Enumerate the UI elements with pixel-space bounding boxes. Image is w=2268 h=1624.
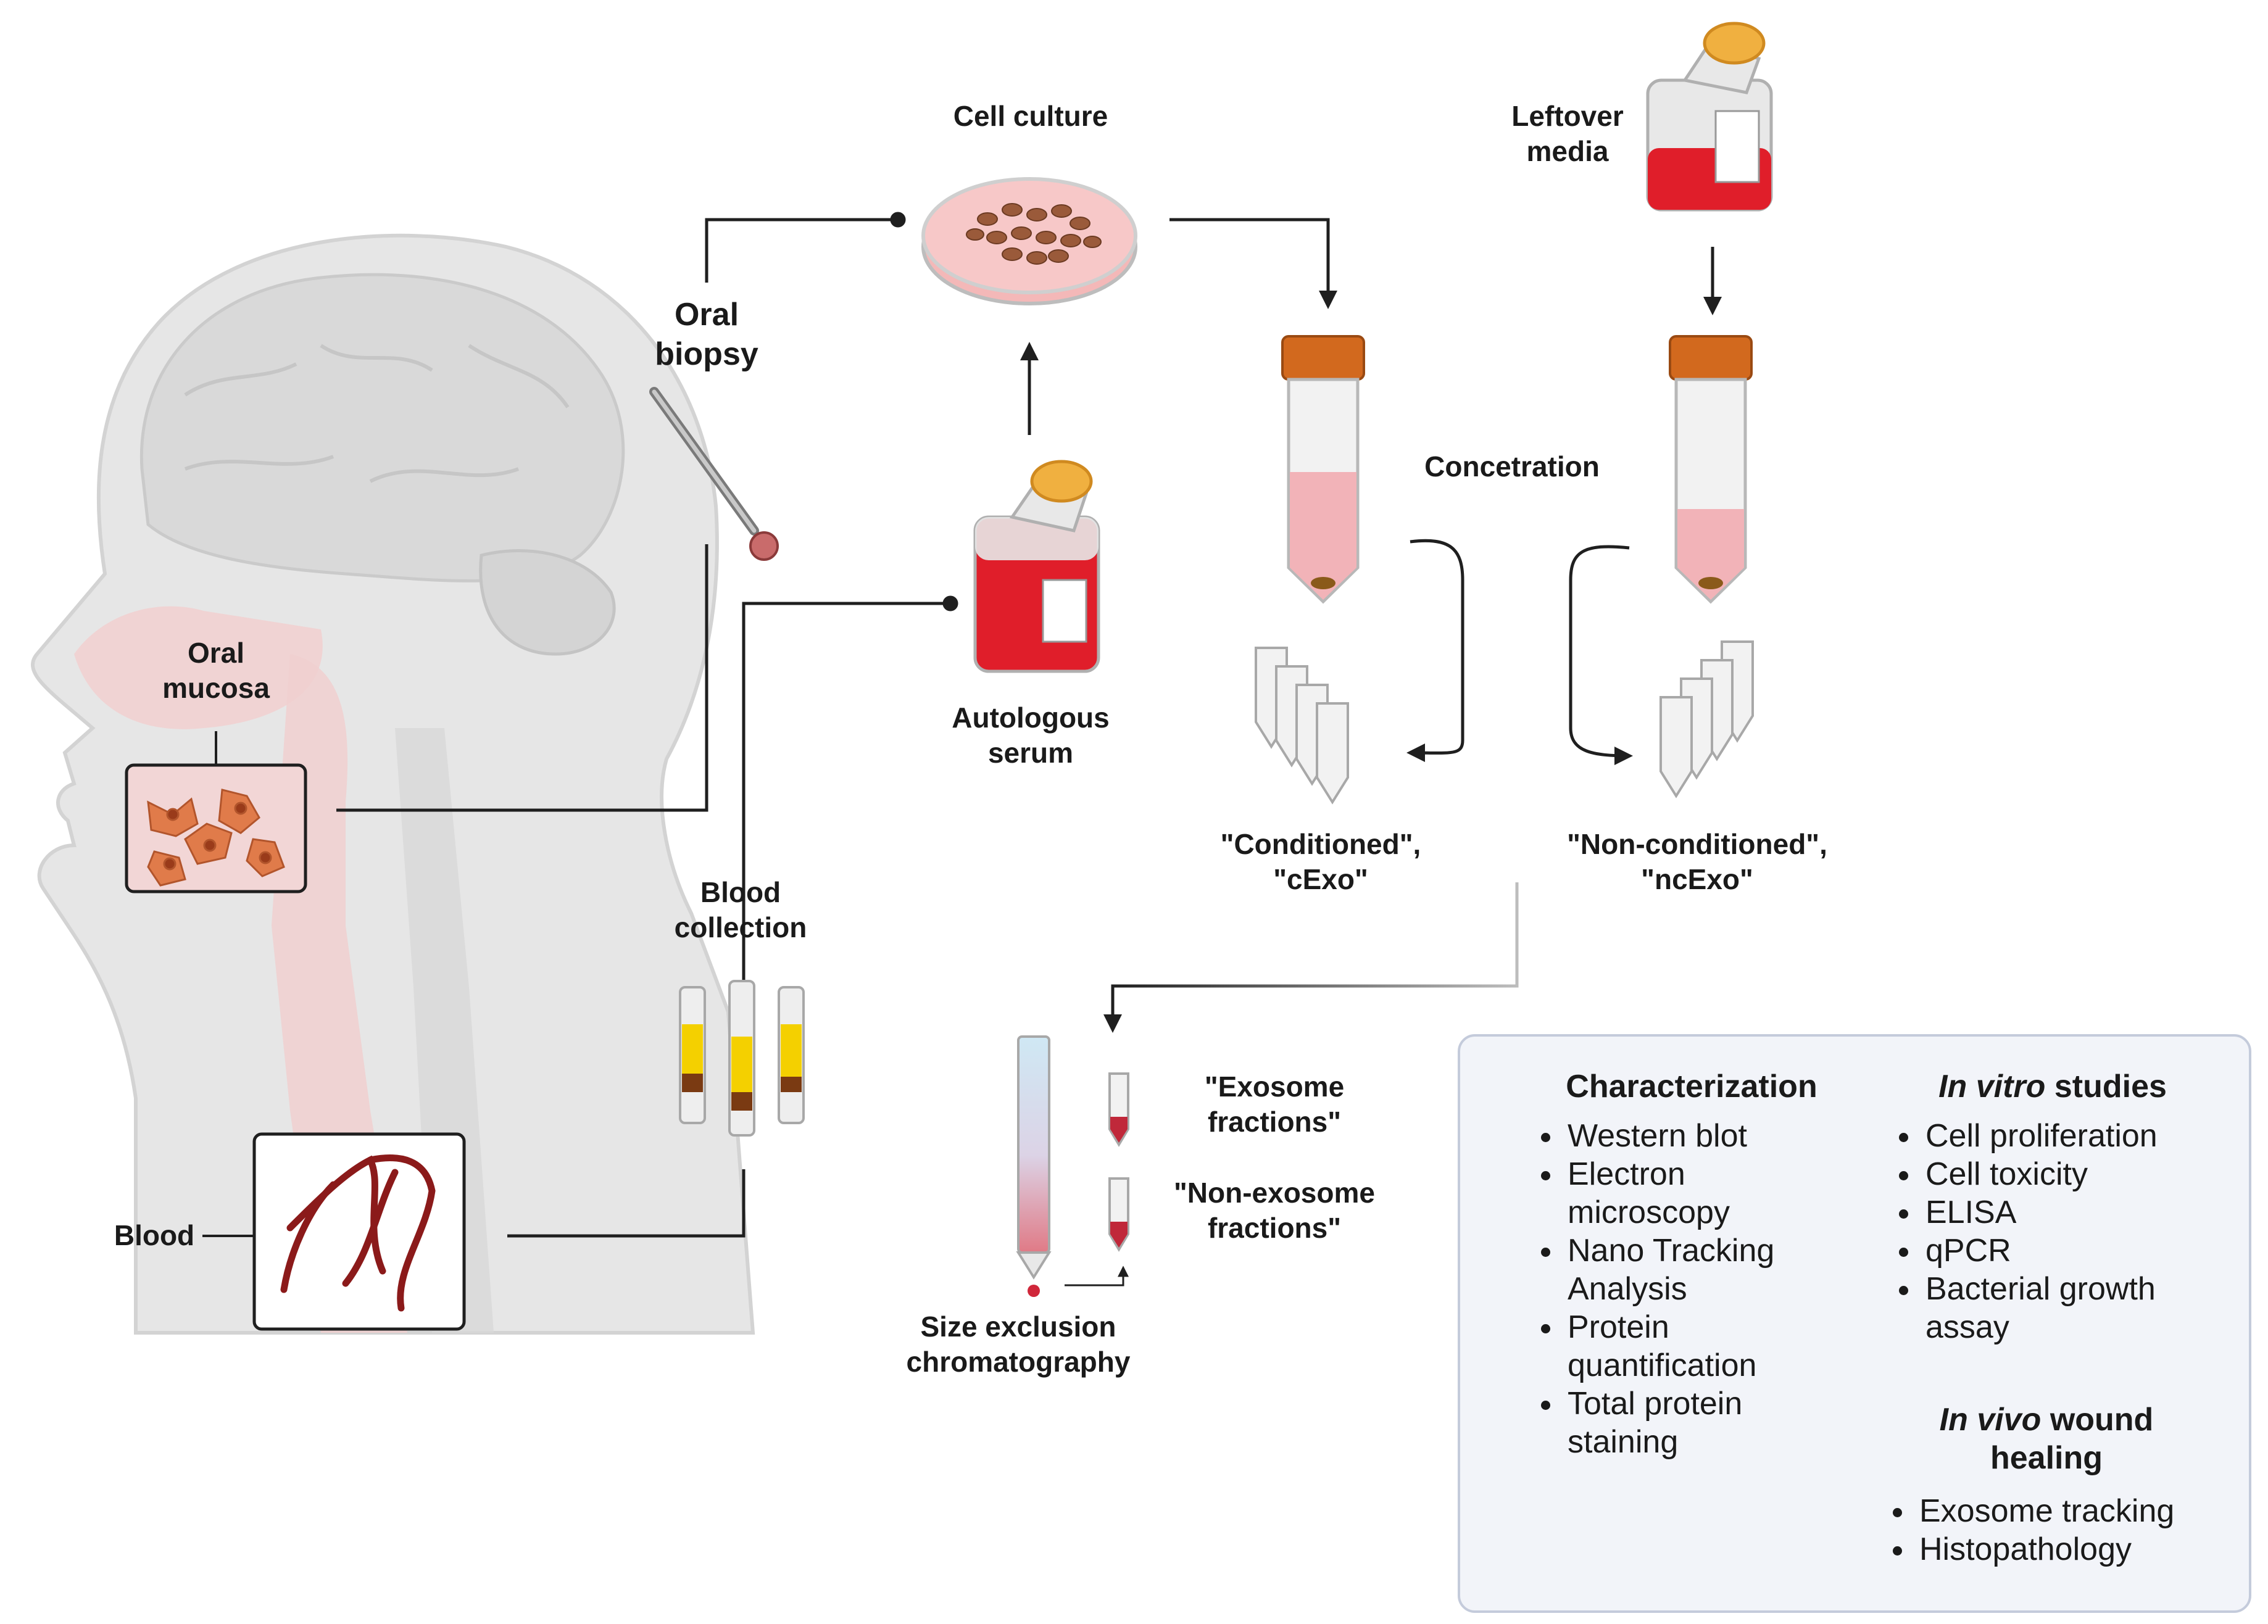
vessels — [280, 1154, 436, 1312]
non-exosome-fractions-line2: fractions" — [1207, 1212, 1342, 1244]
in-vitro-column: In vitro studies Cell proliferation Cell… — [1886, 1067, 2219, 1346]
list-item: Western blot — [1564, 1117, 1855, 1155]
non-conditioned-line2: "ncExo" — [1641, 863, 1753, 895]
exosome-fractions-label: "Exosome fractions" — [1185, 1069, 1364, 1140]
concentration-text: Concetration — [1424, 450, 1600, 483]
blood-label: Blood — [105, 1218, 204, 1253]
list-item: Cell toxicity — [1922, 1155, 2219, 1193]
list-item: qPCR — [1922, 1232, 2219, 1270]
in-vivo-title: In vivo wound healing — [1935, 1401, 2158, 1477]
blood-collection-label: Blood collection — [654, 875, 827, 945]
conditioned-conical-tube-icon — [1281, 335, 1365, 604]
spine-shape — [395, 728, 494, 1333]
autologous-serum-line2: serum — [987, 737, 1074, 769]
nasal-cavity — [74, 606, 323, 729]
conditioned-line1: "Conditioned", — [1220, 828, 1421, 860]
oral-mucosa-label: Oral mucosa — [136, 636, 296, 706]
size-exclusion-line2: chromatography — [906, 1346, 1131, 1378]
oral-mucosa-line2: mucosa — [162, 672, 270, 704]
conditioned-label: "Conditioned", "cExo" — [1203, 827, 1438, 897]
in-vivo-column: In vivo wound healing Exosome tracking H… — [1880, 1401, 2213, 1568]
characterization-list: Western blot Electron microscopy Nano Tr… — [1528, 1117, 1855, 1461]
conditioned-line2: "cExo" — [1273, 863, 1368, 895]
blood-collection-tubes-icon — [679, 980, 805, 1137]
blood-text: Blood — [114, 1219, 195, 1251]
blood-collection-line2: collection — [674, 911, 807, 943]
in-vivo-title-italic: In vivo — [1939, 1402, 2042, 1438]
forceps-icon — [649, 387, 779, 561]
non-conditioned-label: "Non-conditioned", "ncExo" — [1549, 827, 1845, 897]
cell-culture-label: Cell culture — [944, 99, 1117, 134]
petri-dish-icon — [921, 177, 1137, 305]
exosome-fractions-line1: "Exosome — [1204, 1071, 1345, 1103]
cerebellum-shape — [479, 549, 616, 656]
non-exosome-fractions-label: "Non-exosome fractions" — [1166, 1175, 1382, 1246]
exosome-fraction-tube-icon — [1108, 1072, 1129, 1147]
list-item: Total protein staining — [1564, 1385, 1855, 1461]
leftover-media-label: Leftover media — [1493, 99, 1642, 169]
list-item: Protein quantification — [1564, 1308, 1855, 1385]
non-exosome-fraction-tube-icon — [1108, 1177, 1129, 1252]
leftover-media-flask-icon — [1646, 22, 1773, 212]
in-vitro-title: In vitro studies — [1886, 1067, 2219, 1106]
list-item: Histopathology — [1916, 1530, 2213, 1568]
oral-mucosa-inset — [125, 731, 307, 893]
oral-biopsy-label: Oral biopsy — [629, 295, 784, 374]
leftover-media-line1: Leftover — [1511, 100, 1624, 132]
analysis-panel: Characterization Western blot Electron m… — [1458, 1034, 2251, 1613]
ncexo-microtubes-icon — [1659, 640, 1754, 798]
oral-biopsy-line1: Oral — [674, 297, 739, 333]
list-item: ELISA — [1922, 1193, 2219, 1232]
non-conditioned-line1: "Non-conditioned", — [1567, 828, 1827, 860]
blood-collection-line1: Blood — [700, 876, 781, 908]
brain-shape — [139, 273, 625, 582]
size-exclusion-label: Size exclusion chromatography — [895, 1309, 1142, 1380]
sec-column-icon — [1016, 1035, 1052, 1297]
mucosa-cells — [147, 789, 285, 887]
autologous-serum-line1: Autologous — [952, 702, 1110, 734]
leftover-media-line2: media — [1526, 135, 1609, 167]
connector-lines — [336, 212, 1722, 1286]
exosome-fractions-line2: fractions" — [1207, 1106, 1342, 1138]
characterization-column: Characterization Western blot Electron m… — [1528, 1067, 1855, 1461]
list-item: Nano Tracking Analysis — [1564, 1232, 1855, 1308]
concentration-label: Concetration — [1407, 449, 1617, 484]
serum-flask-icon — [973, 460, 1100, 673]
list-item: Bacterial growth assay — [1922, 1270, 2219, 1346]
list-item: Exosome tracking — [1916, 1492, 2213, 1530]
size-exclusion-line1: Size exclusion — [920, 1311, 1116, 1343]
in-vitro-title-italic: In vitro — [1938, 1069, 2046, 1104]
oral-mucosa-line1: Oral — [187, 637, 245, 669]
in-vivo-title-rest: wound healing — [1990, 1402, 2154, 1476]
characterization-title: Characterization — [1566, 1069, 1817, 1104]
in-vitro-title-rest: studies — [2045, 1069, 2167, 1104]
cexo-microtubes-icon — [1255, 647, 1349, 805]
non-exosome-fractions-line1: "Non-exosome — [1174, 1177, 1375, 1209]
list-item: Electron microscopy — [1564, 1155, 1855, 1232]
cell-culture-text: Cell culture — [953, 100, 1108, 132]
in-vitro-list: Cell proliferation Cell toxicity ELISA q… — [1886, 1117, 2219, 1346]
autologous-serum-label: Autologous serum — [926, 700, 1136, 771]
non-conditioned-conical-tube-icon — [1669, 335, 1753, 604]
oral-biopsy-line2: biopsy — [655, 336, 758, 372]
list-item: Cell proliferation — [1922, 1117, 2219, 1155]
blood-vessel-inset — [202, 1132, 466, 1331]
in-vivo-list: Exosome tracking Histopathology — [1880, 1492, 2213, 1568]
